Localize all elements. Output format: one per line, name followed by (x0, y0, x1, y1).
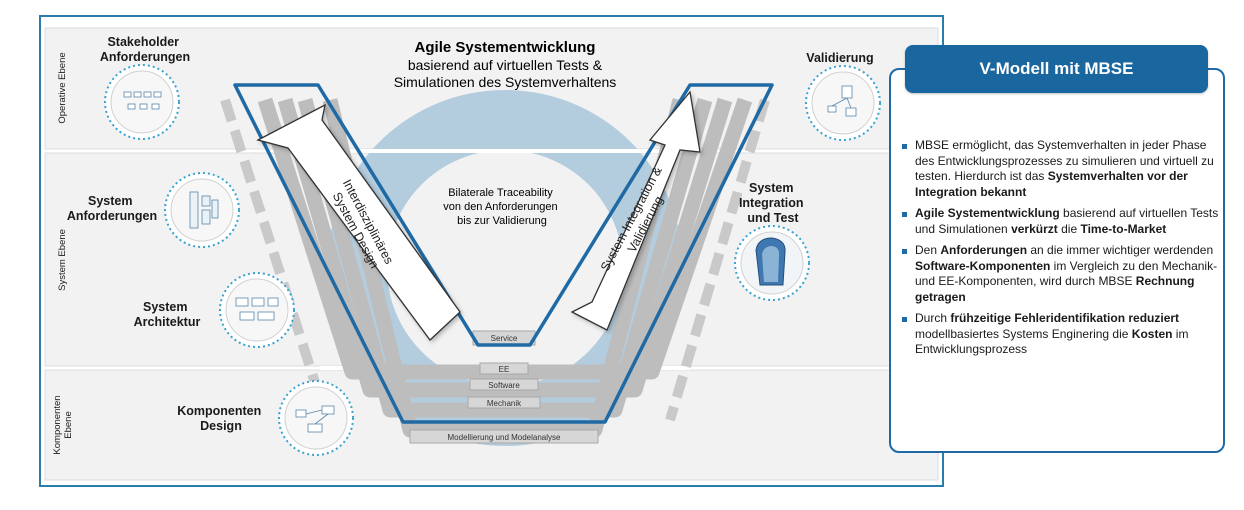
arrow-system-design (256, 103, 461, 341)
v-model-outline (233, 83, 774, 424)
bullet-text: Systemverhalten vor der Integration beka… (915, 169, 1188, 199)
mbse-info-panel (889, 68, 1225, 453)
component-diagram-icon (278, 380, 354, 456)
bullet-text: verkürzt (1011, 221, 1058, 236)
architecture-diagram-icon (219, 272, 295, 348)
label-system-architektur: System Architektur (134, 300, 201, 329)
lane-label-komponenten-2: Ebene (63, 411, 74, 438)
label-validierung: Validierung (806, 51, 873, 65)
arrow-integration (570, 90, 701, 331)
validation-diagram-icon (805, 65, 881, 141)
bullet-text: MBSE ermöglicht, das Systemverhalten in … (915, 138, 1214, 183)
bullet-text: im Vergleich zu den Mechanik- und EE-Kom… (915, 258, 1218, 289)
bullet-item: MBSE ermöglicht, das Systemverhalten in … (898, 138, 1220, 200)
seat-integration-icon (734, 225, 810, 301)
layer-software: Software (488, 381, 520, 390)
traceability-circle-inner (387, 150, 623, 386)
bullet-item: Den Anforderungen an die immer wichtiger… (898, 243, 1220, 305)
bullet-text: die (1057, 221, 1081, 236)
panel-title: V-Modell mit MBSE (905, 45, 1208, 93)
bullet-item: Durch frühzeitige Fehleridentifikation r… (898, 311, 1220, 358)
bullet-item: Agile Systementwicklung basierend auf vi… (898, 206, 1220, 237)
bullet-text: modellbasiertes Systems Enginering die (915, 326, 1132, 341)
bullet-text: Den (915, 243, 941, 257)
label-system-anforderungen: System Anforderungen (67, 194, 157, 223)
lane-label-system: System Ebene (57, 229, 68, 291)
lane-label-operative: Operative Ebene (57, 52, 68, 123)
bullet-text: Agile Systementwicklung (915, 206, 1060, 220)
bullet-text: Software-Komponenten (915, 258, 1051, 273)
requirements-diagram-icon (164, 172, 240, 248)
bullet-text: im Entwicklungsprozess (915, 326, 1189, 357)
label-stakeholder: Stakeholder Anforderungen (100, 35, 190, 64)
bullet-text: Rechnung getragen (915, 274, 1195, 304)
layer-ee: EE (499, 365, 510, 374)
bullet-text: Durch (915, 311, 951, 325)
layer-mechanik: Mechanik (487, 399, 522, 408)
agile-line2: basierend auf virtuellen Tests & (408, 57, 603, 73)
agile-line3: Simulationen des Systemverhaltens (394, 74, 617, 90)
traceability-text: Bilaterale Traceability von den Anforder… (443, 187, 560, 227)
bullet-text: basierend auf virtuellen Tests und Simul… (915, 206, 1219, 236)
mbse-bullet-list: MBSE ermöglicht, das Systemverhalten in … (898, 138, 1220, 364)
bullet-text: frühzeitige Fehleridentifikation reduzie… (950, 311, 1180, 325)
layer-modellierung: Modellierung und Modelanalyse (448, 433, 562, 442)
bullet-text: Anforderungen (940, 243, 1028, 257)
agile-title: Agile Systementwicklung (415, 39, 596, 56)
bullet-text: Kosten (1131, 326, 1173, 341)
bullet-text: Time-to-Market (1080, 221, 1167, 236)
lane-label-komponenten-1: Komponenten (52, 395, 63, 454)
label-integration-test: System Integration und Test (739, 181, 807, 225)
label-komponenten-design: Komponenten Design (177, 404, 265, 433)
stakeholder-diagram-icon (104, 64, 180, 140)
layer-service: Service (491, 334, 518, 343)
bullet-text: an die immer wichtiger werdenden (1027, 243, 1214, 257)
